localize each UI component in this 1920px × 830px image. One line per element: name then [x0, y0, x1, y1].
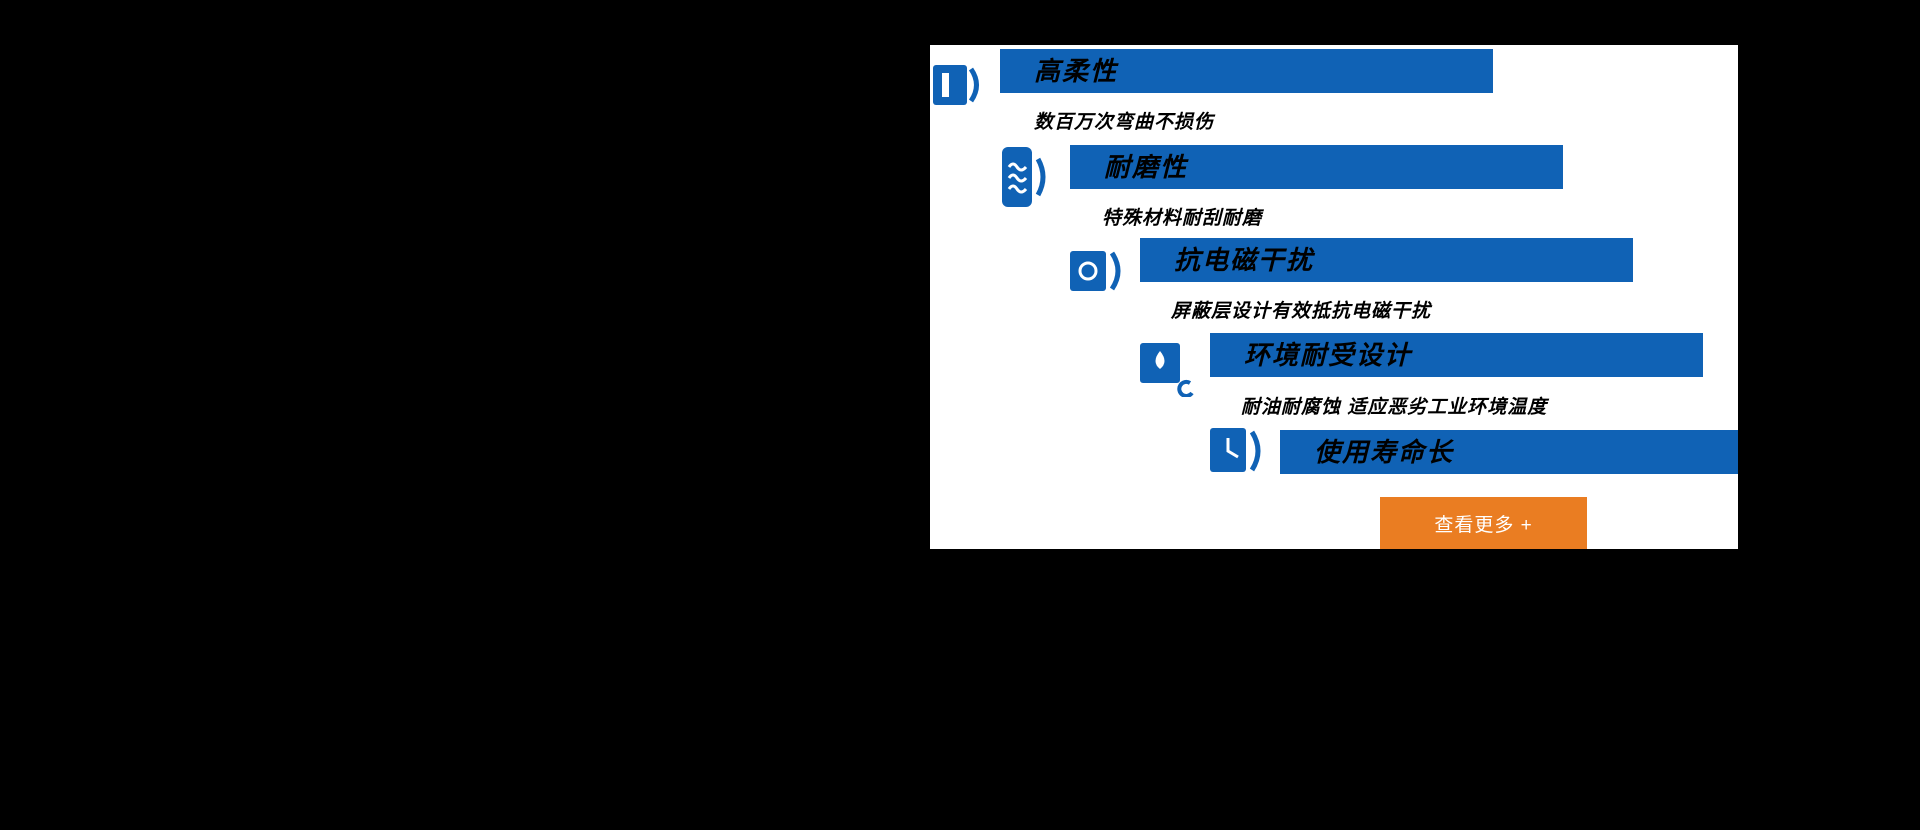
feature-title: 高柔性	[1034, 56, 1119, 86]
environment-icon	[1140, 341, 1196, 402]
emi-shield-icon	[1070, 243, 1126, 304]
view-more-button[interactable]: 查看更多 +	[1380, 497, 1587, 549]
feature-title: 使用寿命长	[1314, 437, 1455, 467]
feature-title-bar: 环境耐受设计	[1210, 333, 1703, 377]
feature-title-bar: 耐磨性	[1070, 145, 1563, 189]
feature-title-bar: 高柔性	[1000, 49, 1493, 93]
feature-description: 数百万次弯曲不损伤	[1034, 112, 1215, 133]
feature-description: 特殊材料耐刮耐磨	[1102, 208, 1263, 229]
flexibility-icon	[933, 59, 985, 116]
feature-title: 耐磨性	[1104, 152, 1189, 182]
feature-title-bar: 使用寿命长	[1280, 430, 1738, 474]
feature-description: 耐油耐腐蚀 适应恶劣工业环境温度	[1241, 397, 1548, 418]
wear-resistance-icon	[1000, 145, 1052, 214]
lifespan-icon	[1210, 426, 1266, 483]
feature-title-bar: 抗电磁干扰	[1140, 238, 1633, 282]
feature-title: 环境耐受设计	[1244, 340, 1413, 370]
feature-title: 抗电磁干扰	[1174, 245, 1315, 275]
feature-description: 屏蔽层设计有效抵抗电磁干扰	[1171, 301, 1432, 322]
features-panel: 高柔性 数百万次弯曲不损伤 耐磨性 特殊材料耐刮耐磨 抗电磁干扰 屏蔽层设计有效…	[930, 45, 1738, 549]
